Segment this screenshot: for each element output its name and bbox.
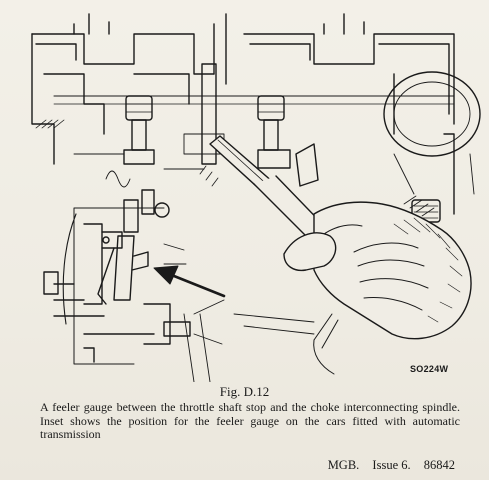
technical-illustration bbox=[31, 13, 481, 382]
dashpot-housing bbox=[383, 71, 481, 223]
left-spindle-nut bbox=[105, 95, 155, 188]
right-spindle-nut bbox=[257, 95, 319, 187]
inset-detail bbox=[43, 189, 225, 365]
figure-caption: A feeler gauge between the throttle shaf… bbox=[40, 400, 460, 441]
page-footer: MGB. Issue 6. 86842 bbox=[0, 458, 455, 473]
lower-linkage bbox=[183, 313, 315, 382]
pointer-arrow-icon bbox=[153, 265, 226, 298]
figure-number: Fig. D.12 bbox=[219, 384, 270, 399]
carburettor-body bbox=[31, 13, 455, 217]
throttle-shaft bbox=[73, 63, 225, 187]
footer-model: MGB. bbox=[327, 458, 360, 472]
footer-issue: Issue 6. bbox=[372, 458, 411, 472]
footer-page-code: 86842 bbox=[423, 458, 455, 472]
hand-illustration bbox=[283, 201, 472, 375]
figure-reference-code: SO224W bbox=[410, 364, 449, 374]
